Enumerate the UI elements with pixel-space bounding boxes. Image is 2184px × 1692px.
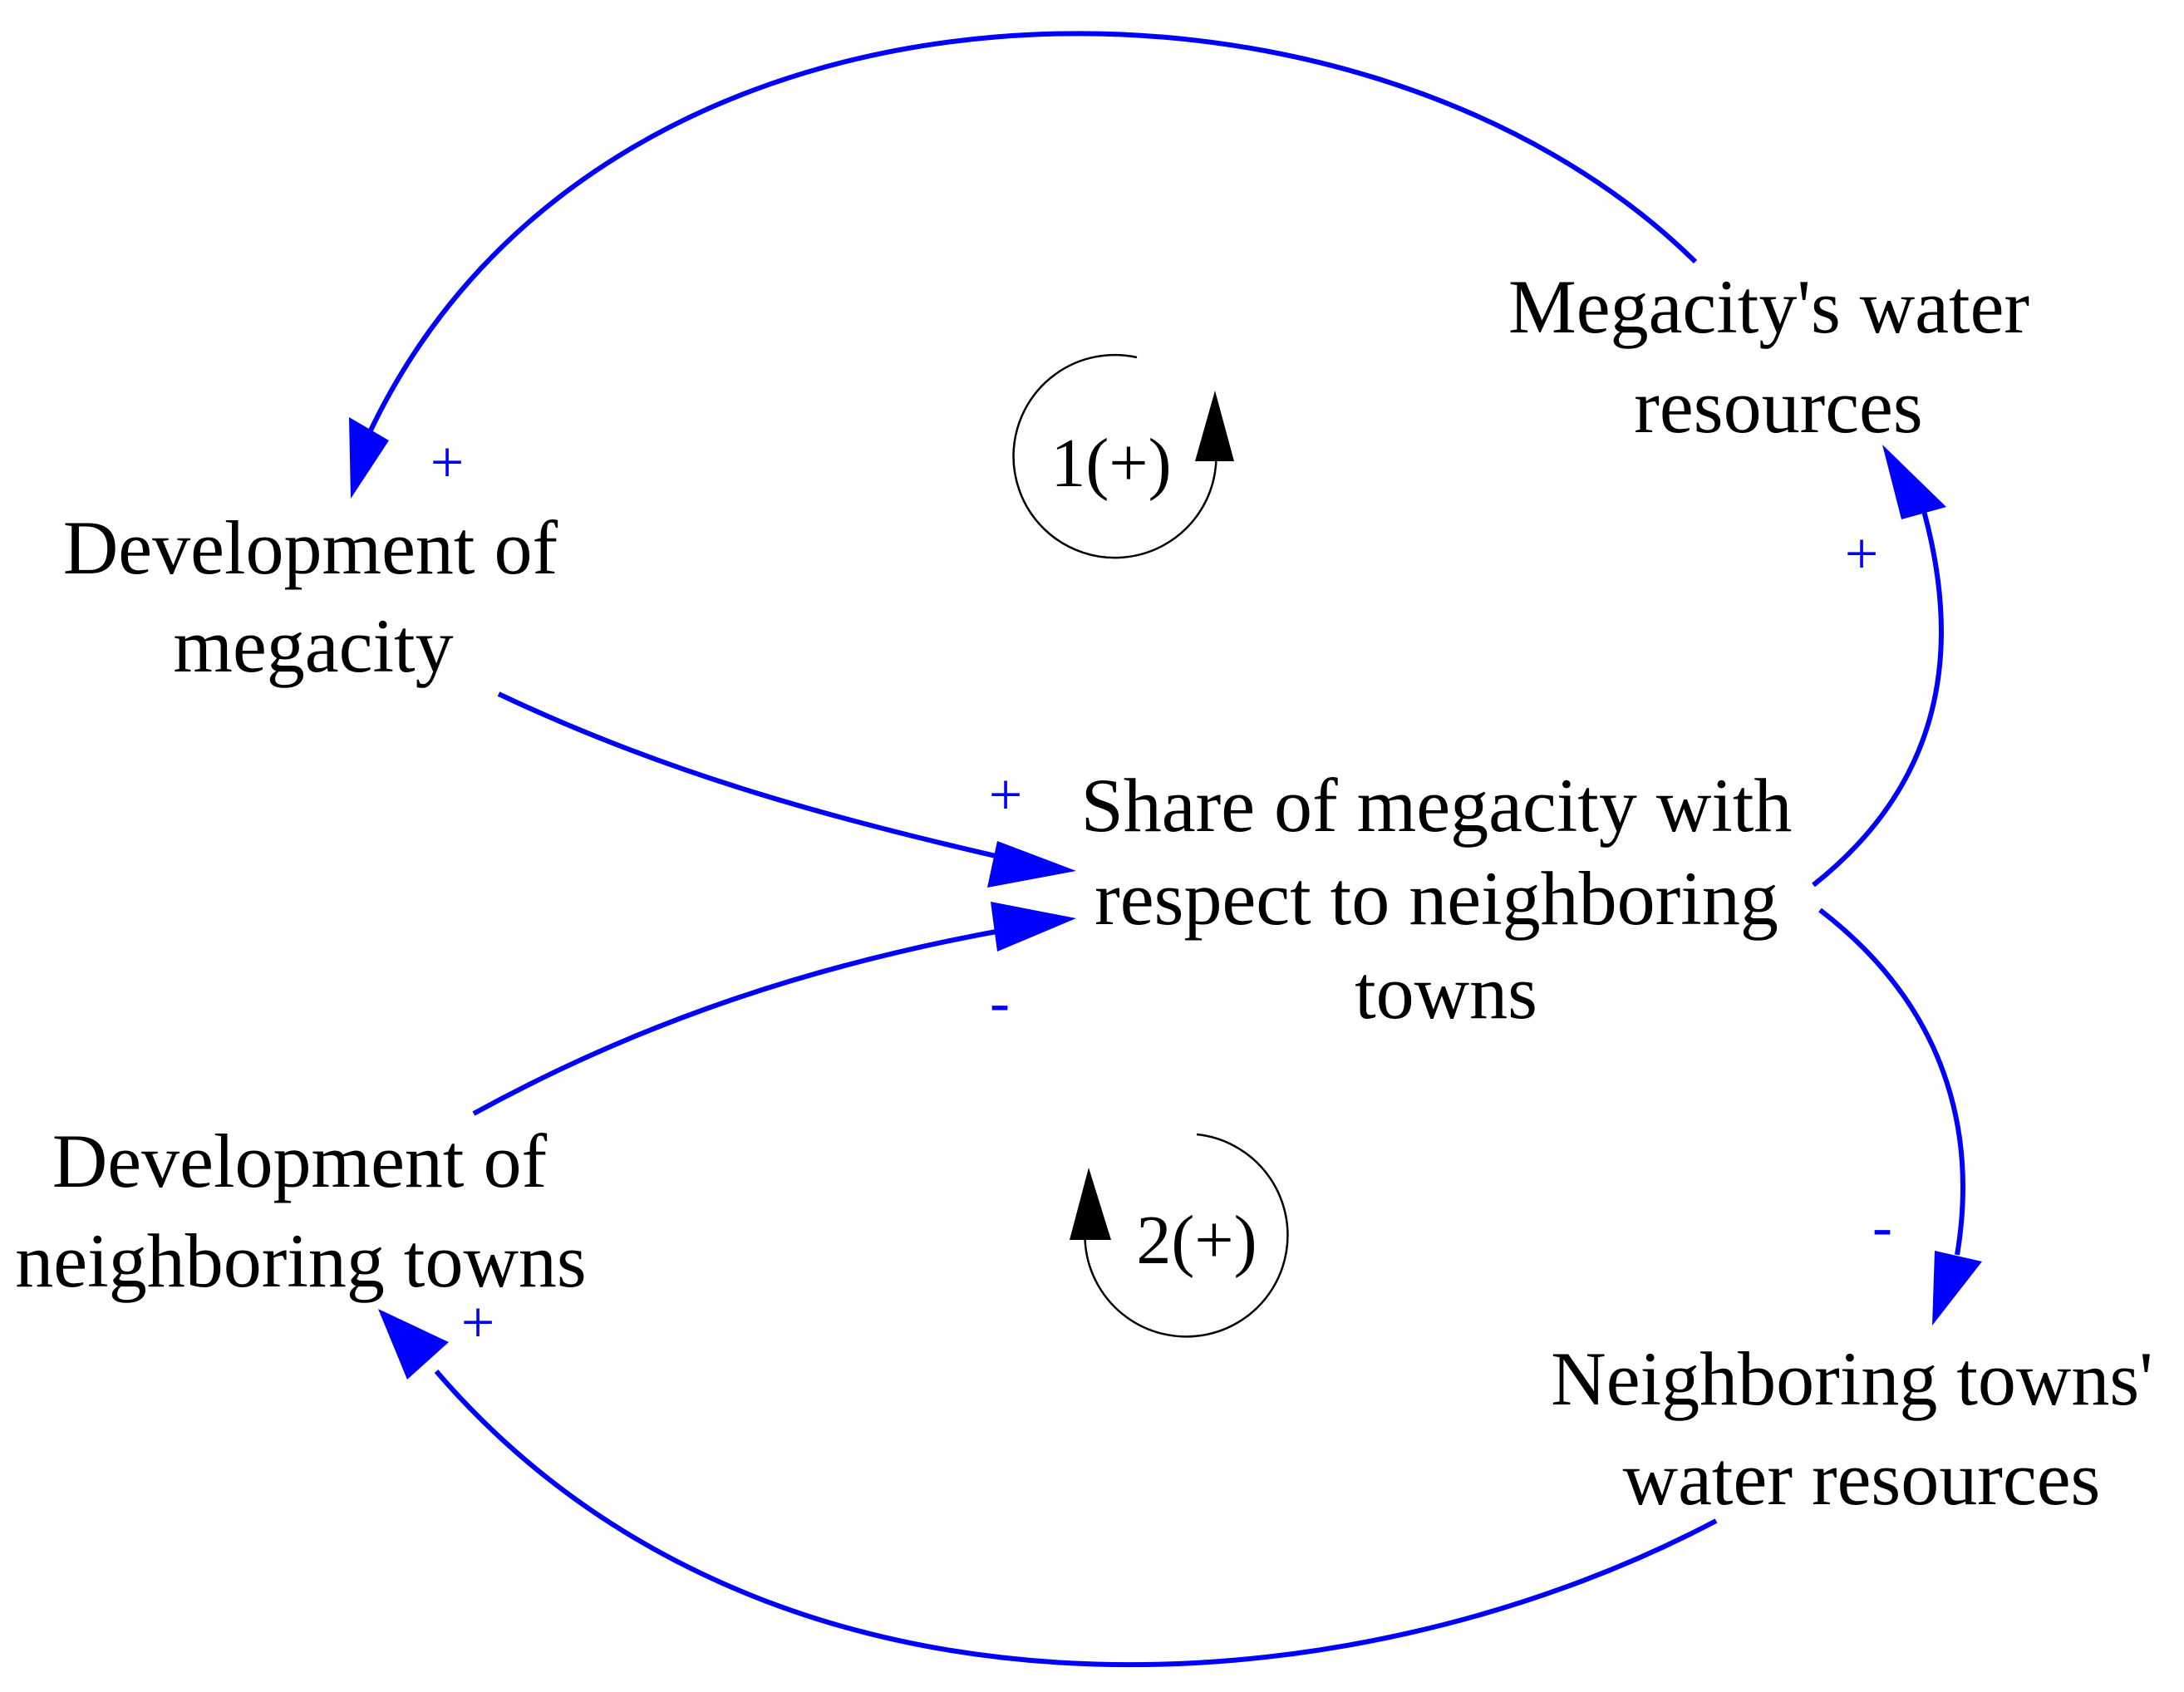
loop-1: 1(+) [1012,353,1234,559]
polarity-share-to-towns-water: - [1872,1193,1892,1260]
loop-2-arc [1084,1133,1289,1338]
arrowhead-share-upper [987,841,1076,888]
node-neighboring-towns-water-resources: Neighboring towns' water resources [1551,1336,2172,1521]
arrowhead-towns-water [1932,1251,1982,1326]
link-towns-water-to-development-towns [434,1370,1718,1668]
node-share-of-megacity: Share of megacity with respect to neighb… [1081,763,1812,1035]
node-development-megacity-line2: megacity [173,603,453,688]
node-megacity-water-line2: resources [1634,364,1922,449]
node-development-towns-line2: neighboring towns [15,1218,586,1303]
node-share-line1: Share of megacity with [1081,763,1793,848]
arrowhead-development-megacity [349,417,389,499]
nodes: Megacity's water resources Development o… [15,264,2172,1521]
node-towns-water-line2: water resources [1623,1436,2101,1521]
loop-1-label: 1(+) [1050,425,1171,502]
loop-1-arrowhead [1195,391,1234,461]
node-megacity-water-line1: Megacity's water [1508,264,2029,349]
node-towns-water-line1: Neighboring towns' [1551,1336,2152,1421]
node-development-towns-line1: Development of [52,1119,548,1203]
node-megacity-water-resources: Megacity's water resources [1508,264,2049,449]
loop-2: 2(+) [1070,1133,1289,1338]
link-development-towns-to-share [472,927,1011,1116]
link-development-megacity-to-share [497,691,1015,863]
links [349,31,1982,1668]
loop-2-label: 2(+) [1136,1202,1257,1279]
loop-1-arc [1012,353,1217,559]
link-share-to-towns-water [1818,907,1965,1256]
loop-2-arrowhead [1070,1168,1111,1240]
polarity-water-to-development-megacity: + [430,429,465,495]
link-water-to-development-megacity [367,31,1698,434]
polarity-share-to-megacity-water: + [1845,520,1879,587]
node-development-megacity-line1: Development of [63,505,558,590]
node-development-of-neighboring-towns: Development of neighboring towns [15,1119,586,1303]
arrowhead-megacity-water [1882,445,1946,519]
arrowhead-development-towns [378,1309,449,1380]
link-share-to-megacity-water [1812,510,1944,888]
polarity-development-megacity-to-share: + [989,761,1023,828]
polarity-signs: + + - + - + [430,429,1892,1355]
node-share-line2: respect to neighboring [1094,856,1778,941]
polarity-towns-water-to-development-towns: + [461,1289,495,1355]
arrowhead-share-lower [991,902,1076,952]
node-share-line3: towns [1355,950,1537,1035]
polarity-development-towns-to-share: - [990,969,1010,1035]
node-development-of-megacity: Development of megacity [63,505,577,688]
